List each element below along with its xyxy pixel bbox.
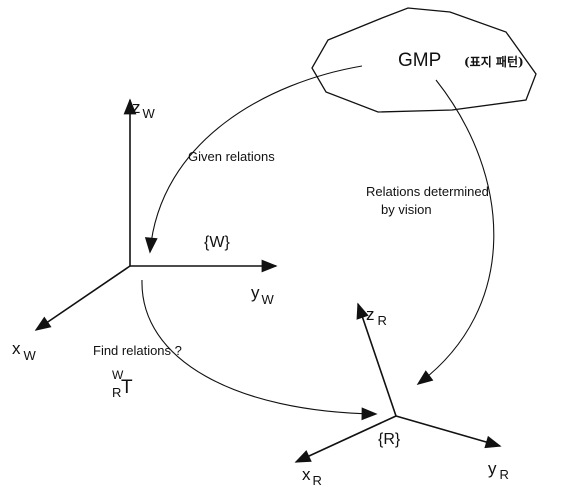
given-relations-label: Given relations	[188, 149, 275, 164]
robot-frame	[294, 302, 502, 463]
robot-y-sub: R	[500, 467, 509, 482]
world-frame	[34, 98, 278, 331]
given-relations-arc	[144, 65, 363, 254]
robot-z-axis	[356, 302, 397, 417]
world-x-axis	[34, 265, 131, 331]
gmp-label: GMP	[398, 50, 441, 71]
robot-z-sub: R	[378, 313, 387, 328]
find-relations-arc	[141, 279, 378, 421]
world-frame-label: {W}	[204, 234, 230, 251]
transform-subscript: R	[112, 385, 121, 400]
world-z-base: z	[132, 98, 141, 117]
robot-frame-label: {R}	[378, 431, 401, 448]
vision-relations-arc	[416, 79, 495, 385]
world-x-sub: W	[24, 348, 37, 363]
robot-x-base: x	[302, 465, 311, 484]
vision-relations-label-line2: by vision	[381, 202, 432, 217]
robot-x-sub: R	[313, 473, 322, 487]
world-x-base: x	[12, 339, 21, 358]
transform-superscript: W	[112, 368, 124, 382]
world-z-sub: W	[143, 106, 156, 121]
robot-x-axis	[294, 415, 397, 463]
robot-y-base: y	[488, 459, 497, 478]
vision-relations-label-line1: Relations determined	[366, 184, 489, 199]
gmp-korean-label: (표지 패턴)	[464, 54, 524, 69]
find-relations-label: Find relations ?	[93, 343, 182, 358]
transform-symbol: T	[121, 377, 133, 398]
gmp-landmark-outline	[311, 7, 537, 113]
world-y-sub: W	[262, 292, 275, 307]
robot-z-base: z	[366, 305, 375, 324]
world-y-base: y	[251, 283, 260, 302]
robot-y-axis	[395, 415, 502, 449]
